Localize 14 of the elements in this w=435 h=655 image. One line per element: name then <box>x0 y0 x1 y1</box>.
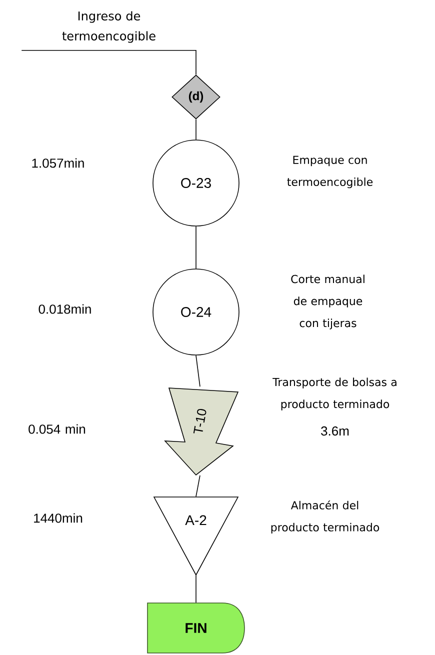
time-label: 0.054 min <box>28 424 86 434</box>
step-description: Almacén del producto terminado <box>271 500 380 534</box>
step-label: Ingreso de termoencogible <box>62 11 156 43</box>
end-terminal: FIN <box>147 602 245 654</box>
step-description: Empaque con termoencogible <box>287 156 373 188</box>
connector-line <box>21 50 196 75</box>
time-label: 0.018min <box>38 304 91 314</box>
step-description: Corte manual de empaque con tijeras <box>291 274 364 330</box>
step-description: Transporte de bolsas a producto terminado <box>272 378 396 410</box>
connector-line <box>196 475 200 497</box>
connector-line <box>196 355 200 387</box>
distance-label: 3.6m <box>321 426 349 436</box>
time-label: 1440min <box>34 513 82 523</box>
time-label: 1.057min <box>32 158 84 168</box>
